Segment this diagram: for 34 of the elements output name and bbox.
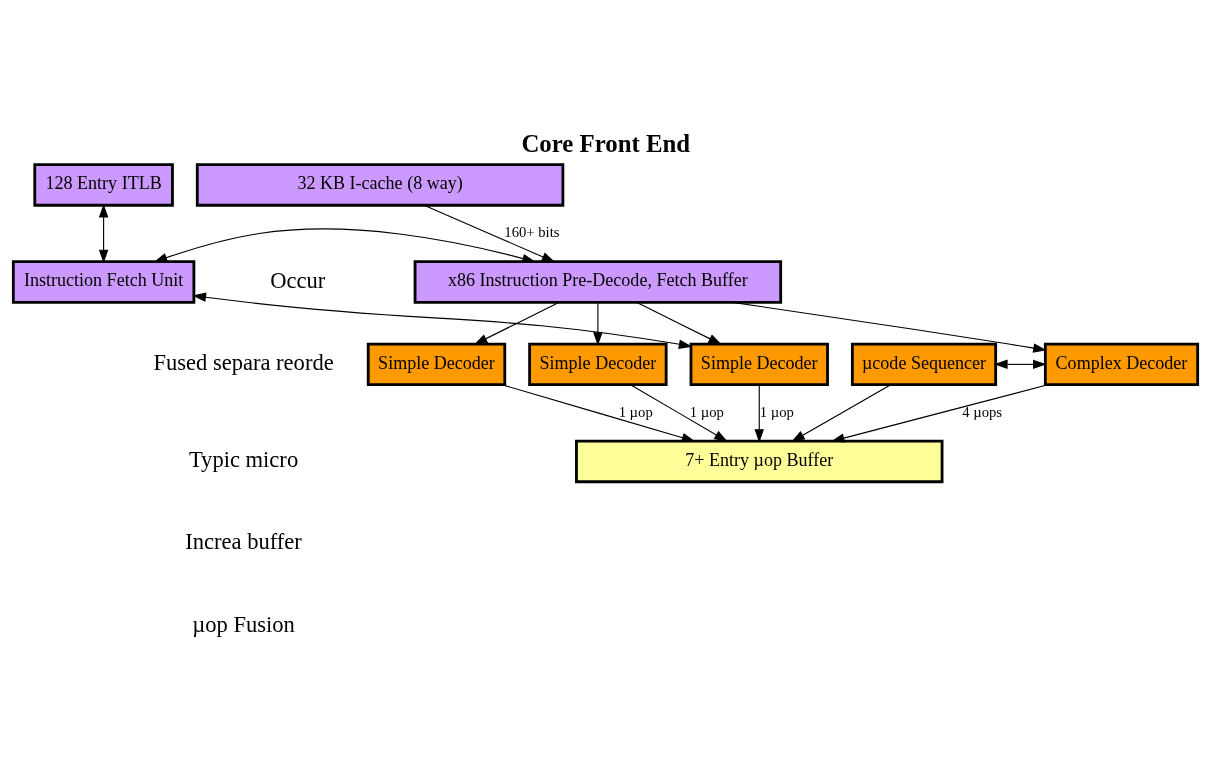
edge-label: 1 µop — [689, 403, 724, 420]
node-box: Complex Decoder — [1043, 342, 1200, 387]
node-box: Simple Decoder — [689, 342, 829, 387]
edge-label: 1 µop — [618, 403, 653, 420]
node-box: Simple Decoder — [528, 342, 668, 387]
node-box: 7+ Entry µop Buffer — [575, 439, 944, 484]
node-box: µcode Sequencer — [850, 342, 998, 387]
arrow — [98, 204, 109, 264]
diagram-title: Core Front End — [521, 129, 691, 157]
node-box: Simple Decoder — [366, 342, 507, 387]
edge-label: 160+ bits — [504, 224, 560, 241]
node-box: 32 KB I-cache (8 way) — [195, 163, 565, 207]
label: Typic micro — [188, 447, 299, 473]
arrow — [501, 384, 696, 443]
node-box: x86 Instruction Pre-Decode, Fetch Buffer — [413, 260, 783, 304]
arrow — [424, 204, 556, 263]
arrow — [791, 384, 891, 442]
arrow — [153, 228, 536, 264]
node-box: 128 Entry ITLB — [33, 163, 174, 207]
node-box: Instruction Fetch Unit — [11, 260, 196, 304]
edge-label: 4 µops — [962, 403, 1003, 420]
arrow — [732, 301, 1047, 353]
label: µop Fusion — [192, 611, 295, 637]
label: Fused separa reorde — [153, 350, 334, 376]
arrow — [630, 384, 728, 442]
arrow — [754, 384, 764, 443]
arrow — [635, 301, 722, 345]
label: Increa buffer — [185, 529, 302, 555]
label: Occur — [270, 267, 326, 293]
arrow — [593, 301, 603, 346]
arrow — [192, 292, 693, 349]
arrow — [994, 359, 1047, 370]
arrow — [473, 301, 560, 345]
edge-label: 1 µop — [759, 403, 794, 420]
